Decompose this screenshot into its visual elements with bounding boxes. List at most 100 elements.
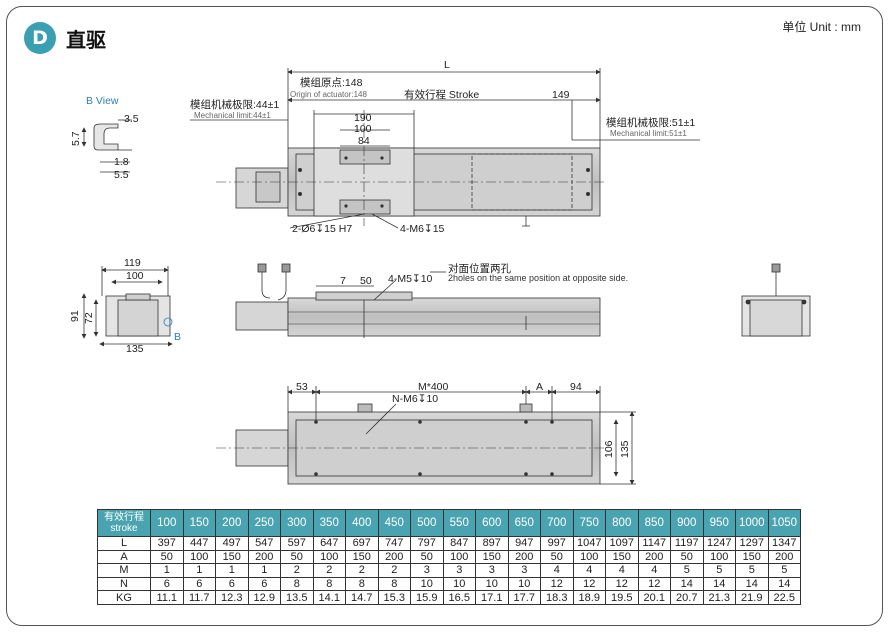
table-cell: 15.9 [410,590,444,605]
dim-m400: M*400 [418,381,449,393]
b-view-profile: B View 3.5 5.7 1.8 5.5 [70,95,139,181]
table-cell: 5 [767,563,801,578]
table-cell: 1 [247,563,281,578]
table-cell: 8 [345,576,379,592]
table-cell: 1 [182,563,216,578]
table-cell: 11.7 [182,590,216,605]
table-cell: 1297 [735,536,769,551]
stroke-cell: 550 [442,509,476,537]
stroke-cell: 950 [702,509,736,537]
table-cell: 16.5 [442,590,476,605]
table-cell: 200 [377,549,411,565]
table-cell: 6 [215,576,249,592]
table-cell: 22.5 [767,590,801,605]
table-cell: 1347 [767,536,801,551]
table-cell: 100 [702,549,736,565]
row-label: M [97,563,151,578]
dim-94: 94 [570,381,582,393]
stroke-cell: 1050 [767,509,801,537]
table-cell: 697 [345,536,379,551]
table-cell: 2 [345,563,379,578]
table-cell: 1 [150,563,184,578]
table-cell: 12 [605,576,639,592]
dim-L: L [444,59,450,71]
table-cell: 150 [345,549,379,565]
dim-72: 72 [83,312,95,324]
mech-left-cn: 模组机械极限:44±1 [190,98,279,111]
stroke-cell: 1000 [735,509,769,537]
m5-callout: 4-M5↧10 [388,273,433,285]
dim-3-5: 3.5 [124,113,139,125]
row-label: A [97,549,151,565]
table-cell: 897 [475,536,509,551]
table-cell: 14.7 [345,590,379,605]
stroke-cell: 400 [345,509,379,537]
dim-106: 106 [603,440,615,458]
dim-100b: 100 [126,270,144,282]
table-cell: 14 [767,576,801,592]
dim-190: 190 [354,112,372,124]
stroke-cell: 500 [410,509,444,537]
b-view-label: B View [86,95,119,107]
table-cell: 10 [442,576,476,592]
table-cell: 20.1 [637,590,671,605]
table-cell: 150 [605,549,639,565]
stroke-cell: 600 [475,509,509,537]
table-cell: 14.1 [312,590,346,605]
table-cell: 5 [735,563,769,578]
top-view [190,68,700,229]
table-cell: 2 [377,563,411,578]
dim-5-7: 5.7 [70,131,82,146]
table-cell: 3 [442,563,476,578]
table-cell: 12 [637,576,671,592]
table-cell: 100 [572,549,606,565]
table-cell: 12.3 [215,590,249,605]
bottom-view [216,386,636,485]
table-cell: 3 [507,563,541,578]
table-cell: 100 [312,549,346,565]
table-cell: 2 [312,563,346,578]
table-cell: 947 [507,536,541,551]
table-cell: 10 [410,576,444,592]
dim-84: 84 [358,135,370,147]
dim-50: 50 [360,275,372,287]
dim-135b: 135 [619,440,631,458]
stroke-cell: 100 [150,509,184,537]
stroke-cell: 800 [605,509,639,537]
table-cell: 6 [150,576,184,592]
table-cell: 200 [767,549,801,565]
table-cell: 15.3 [377,590,411,605]
side-view [235,263,601,338]
table-cell: 1097 [605,536,639,551]
table-cell: 3 [475,563,509,578]
hole-callout-right: 4-M6↧15 [400,223,445,235]
stroke-cell: 150 [182,509,216,537]
table-cell: 8 [377,576,411,592]
table-cell: 5 [702,563,736,578]
table-cell: 14 [735,576,769,592]
table-cell: 21.3 [702,590,736,605]
table-cell: 100 [182,549,216,565]
dim-135: 135 [126,343,144,355]
mech-right-cn: 模组机械极限:51±1 [606,116,695,129]
table-cell: 10 [507,576,541,592]
table-cell: 8 [312,576,346,592]
table-cell: 1197 [670,536,704,551]
table-cell: 4 [637,563,671,578]
table-cell: 4 [605,563,639,578]
table-cell: 6 [247,576,281,592]
end-view [81,266,173,347]
row-label: L [97,536,151,551]
table-cell: 50 [280,549,314,565]
table-cell: 3 [410,563,444,578]
table-cell: 1047 [572,536,606,551]
table-cell: 14 [670,576,704,592]
table-cell: 10 [475,576,509,592]
stroke-cell: 200 [215,509,249,537]
table-cell: 397 [150,536,184,551]
table-cell: 447 [182,536,216,551]
